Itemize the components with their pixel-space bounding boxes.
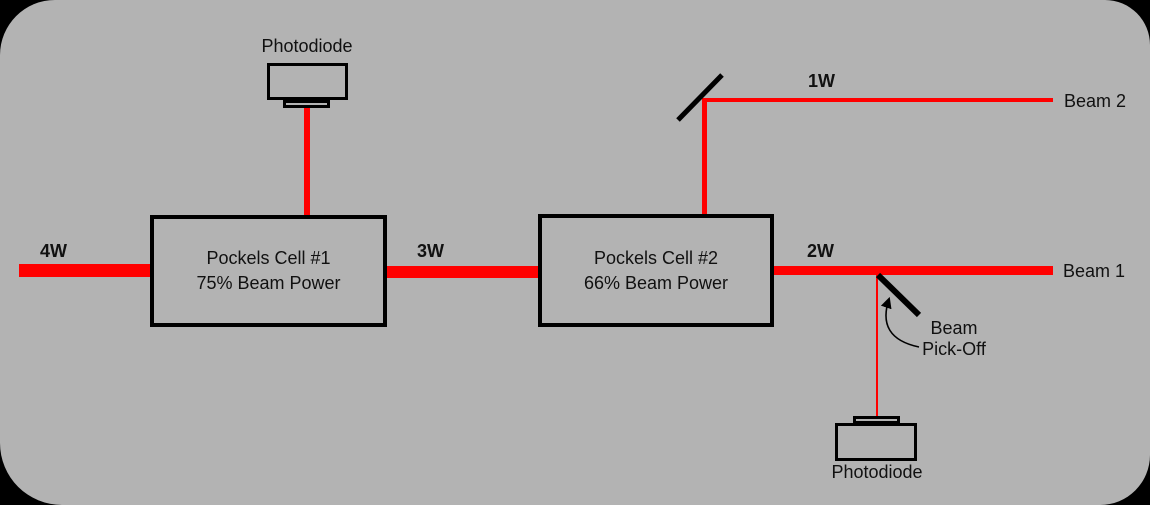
pockels-cell-1-power: 75% Beam Power xyxy=(196,273,341,293)
photodiode-bottom-body xyxy=(835,423,917,461)
power-label-2w: 2W xyxy=(807,241,834,261)
beam1-label: Beam 1 xyxy=(1063,261,1126,281)
photodiode-top-beam xyxy=(304,107,310,215)
pockels-cell-2-box: Pockels Cell #2 66% Beam Power xyxy=(538,214,774,327)
pickoff-label: Beam Pick-Off xyxy=(922,318,986,360)
power-label-3w: 3W xyxy=(417,241,444,261)
photodiode-top-lens xyxy=(283,100,330,108)
beam2-1w-horizontal-segment xyxy=(702,98,1053,102)
beam-1w-vertical-segment xyxy=(702,100,707,215)
pockels-cell-2-name: Pockels Cell #2 xyxy=(593,247,719,268)
photodiode-bottom-lens xyxy=(853,416,900,424)
beam1-2w-segment xyxy=(774,266,1053,275)
photodiode-top-label: Photodiode xyxy=(261,36,353,56)
pockels-cell-2-power: 66% Beam Power xyxy=(583,272,729,293)
pockels-cell-1-name: Pockels Cell #1 xyxy=(206,248,331,268)
pickoff-label-line1: Beam xyxy=(930,318,978,338)
pickoff-label-line2: Pick-Off xyxy=(922,339,986,359)
photodiode-bottom-label: Photodiode xyxy=(831,462,923,482)
beam-4w-segment xyxy=(19,264,150,277)
power-label-4w: 4W xyxy=(40,241,67,261)
pickoff-sample-beam xyxy=(876,271,878,417)
pockels-cell-1-box: Pockels Cell #1 75% Beam Power xyxy=(150,215,387,327)
photodiode-top-body xyxy=(267,63,348,100)
beam-3w-segment xyxy=(387,266,538,278)
beam2-label: Beam 2 xyxy=(1064,91,1127,111)
power-label-1w: 1W xyxy=(808,71,835,91)
